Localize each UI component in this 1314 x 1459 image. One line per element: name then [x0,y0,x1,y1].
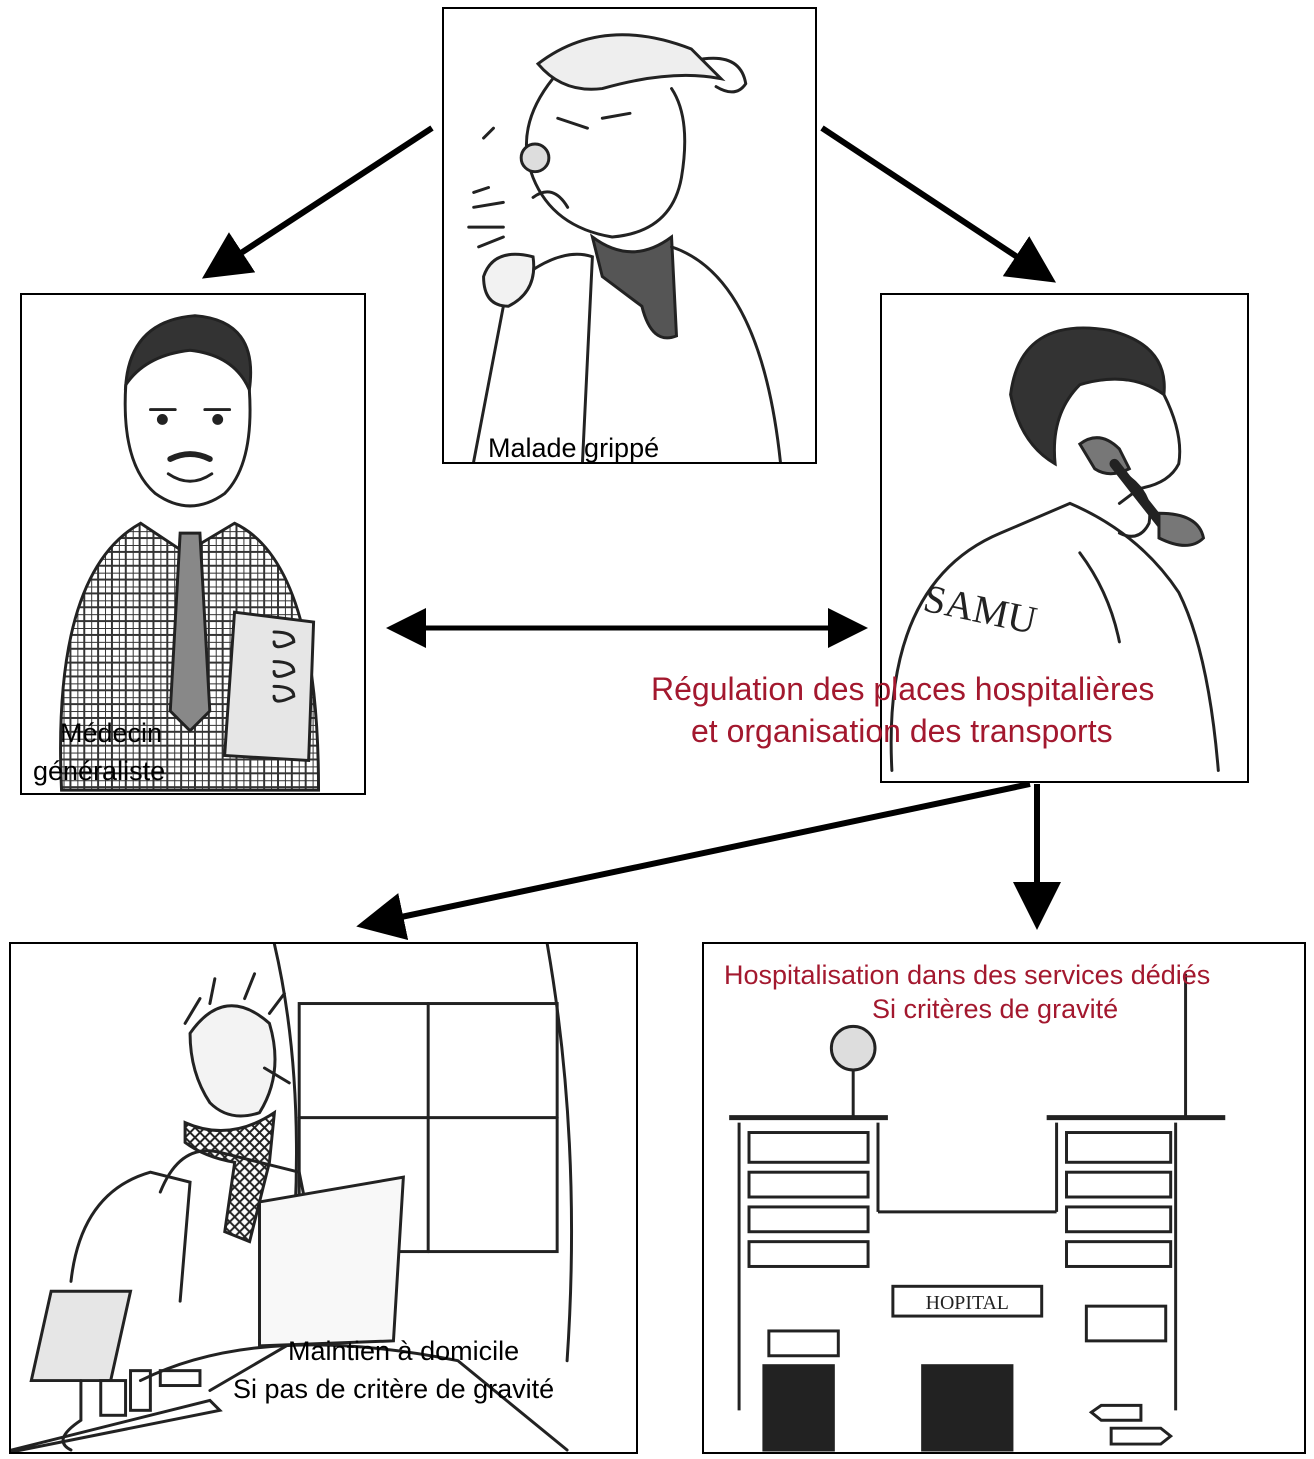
doctor-caption-line2: généraliste [33,756,166,786]
hospital-sketch: HOPITAL [729,973,1226,1452]
patient-caption: Malade grippé [488,433,660,463]
samu-operator-sketch: SAMU [889,326,1220,772]
doctor-caption-line1: Médecin [60,718,163,748]
hospital-panel: HOPITAL Hospitalisation dans des service… [702,942,1306,1454]
doctor-sketch [59,314,321,792]
hospital-caption-line1: Hospitalisation dans des services dédiés [724,960,1211,990]
samu-badge: SAMU [920,576,1041,643]
home-caption-line2: Si pas de critère de gravité [233,1374,555,1404]
patient-sketch [467,33,782,462]
samu-caption-line2: et organisation des transports [691,713,1113,749]
samu-panel: SAMU [880,293,1249,783]
hospital-sign-text: HOPITAL [926,1292,1009,1314]
doctor-panel: Médecin généraliste [20,293,366,795]
home-panel: Maintien à domicile Si pas de critère de… [9,942,638,1454]
patient-panel: Malade grippé [442,7,817,464]
arrow-patient-to-samu [820,125,1057,283]
home-rest-sketch [11,944,574,1452]
hospital-caption-line2: Si critères de gravité [872,994,1119,1024]
arrow-samu-to-home [356,781,1031,941]
samu-caption-line1: Régulation des places hospitalières [651,671,1155,707]
arrow-patient-to-doctor [201,125,434,279]
home-caption-line1: Maintien à domicile [288,1336,520,1366]
